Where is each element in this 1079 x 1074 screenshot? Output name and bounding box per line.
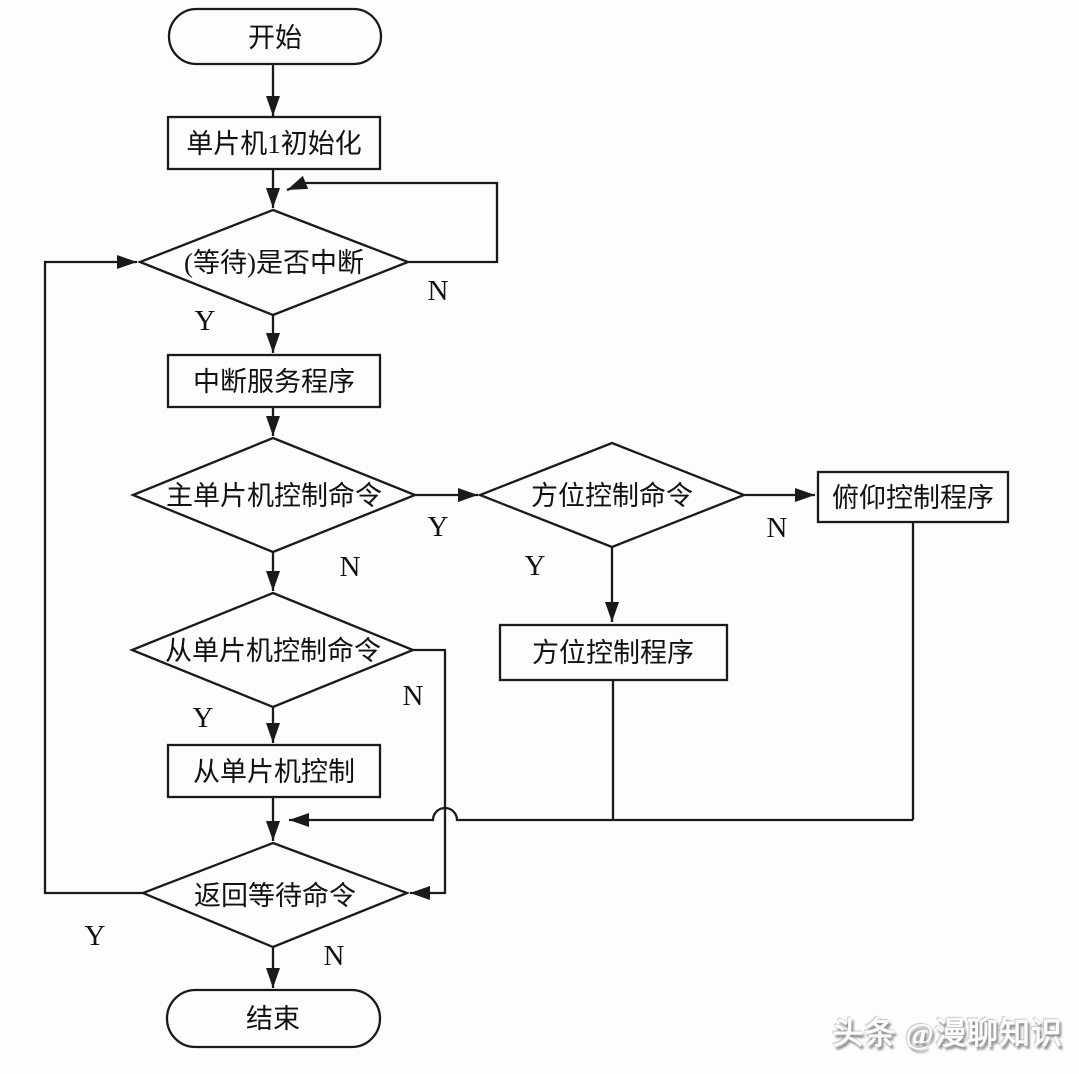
label-azimuth-yes: Y bbox=[525, 550, 546, 582]
node-slave-control-label: 从单片机控制 bbox=[193, 757, 355, 787]
node-slave-cmd-decision bbox=[128, 591, 417, 709]
label-azimuth-no: N bbox=[767, 512, 788, 544]
label-wait-no: N bbox=[428, 275, 449, 307]
node-slave-cmd-label: 从单片机控制命令 bbox=[165, 636, 381, 666]
label-slave-no: N bbox=[403, 680, 424, 712]
node-pitch-program-process bbox=[816, 470, 1010, 524]
edge-slave-no-to-return bbox=[410, 648, 447, 900]
label-return-yes: Y bbox=[85, 920, 106, 952]
node-init-label: 单片机1初始化 bbox=[186, 129, 362, 159]
node-return-wait-decision bbox=[139, 841, 411, 949]
label-master-yes: Y bbox=[428, 511, 449, 543]
label-return-no: N bbox=[324, 940, 345, 972]
node-init-process bbox=[166, 115, 382, 171]
node-azimuth-program-process bbox=[498, 623, 729, 682]
node-start-label: 开始 bbox=[248, 23, 302, 53]
edge-return-yes-loop-to-wait bbox=[43, 255, 143, 895]
node-end-terminator bbox=[165, 988, 382, 1049]
label-slave-yes: Y bbox=[193, 702, 214, 734]
edge-wait-no-loop bbox=[286, 175, 499, 264]
node-isr-label: 中断服务程序 bbox=[193, 367, 355, 397]
watermark: 头条 @漫聊知识 bbox=[832, 1016, 1063, 1051]
node-azimuth-cmd-decision bbox=[476, 441, 748, 549]
node-return-wait-label: 返回等待命令 bbox=[194, 881, 356, 911]
node-pitch-program-label: 俯仰控制程序 bbox=[832, 483, 994, 513]
node-end-label: 结束 bbox=[246, 1004, 300, 1034]
edge-collector-to-return-line bbox=[289, 806, 913, 827]
node-wait-interrupt-decision bbox=[136, 208, 412, 317]
label-master-no: N bbox=[340, 551, 361, 583]
node-azimuth-cmd-label: 方位控制命令 bbox=[531, 481, 693, 511]
node-slave-control-process bbox=[166, 743, 382, 799]
node-azimuth-program-label: 方位控制程序 bbox=[532, 638, 694, 668]
label-wait-yes: Y bbox=[195, 305, 216, 337]
node-isr-process bbox=[166, 353, 382, 409]
node-wait-interrupt-label: (等待)是否中断 bbox=[184, 248, 364, 278]
node-start-terminator bbox=[167, 7, 383, 66]
node-master-cmd-decision bbox=[129, 436, 419, 554]
node-master-cmd-label: 主单片机控制命令 bbox=[166, 481, 382, 511]
